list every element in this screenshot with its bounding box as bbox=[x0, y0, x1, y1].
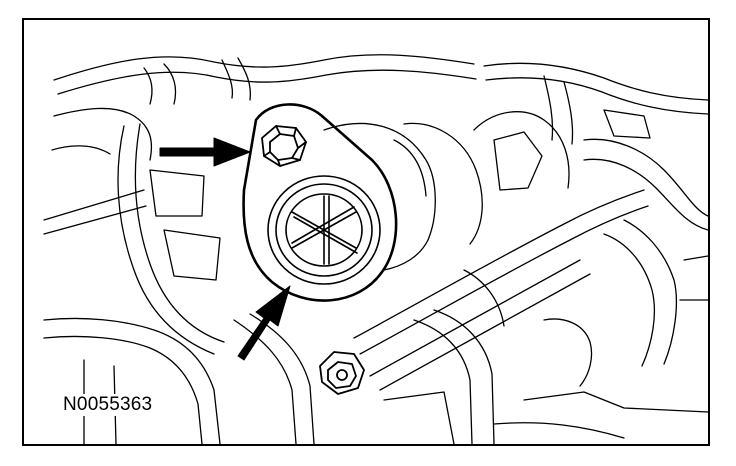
figure-id-label: N0055363 bbox=[60, 394, 156, 416]
illustration-frame: N0055363 bbox=[22, 18, 710, 446]
background-linework bbox=[43, 54, 708, 444]
bolt-arrow bbox=[159, 137, 251, 167]
sensor-arrow bbox=[237, 285, 291, 361]
engine-line-drawing bbox=[43, 54, 708, 444]
bolt-head bbox=[261, 125, 307, 167]
sensor-flange bbox=[242, 103, 398, 302]
sensor-plug bbox=[267, 175, 381, 285]
lower-bolt bbox=[319, 351, 365, 395]
